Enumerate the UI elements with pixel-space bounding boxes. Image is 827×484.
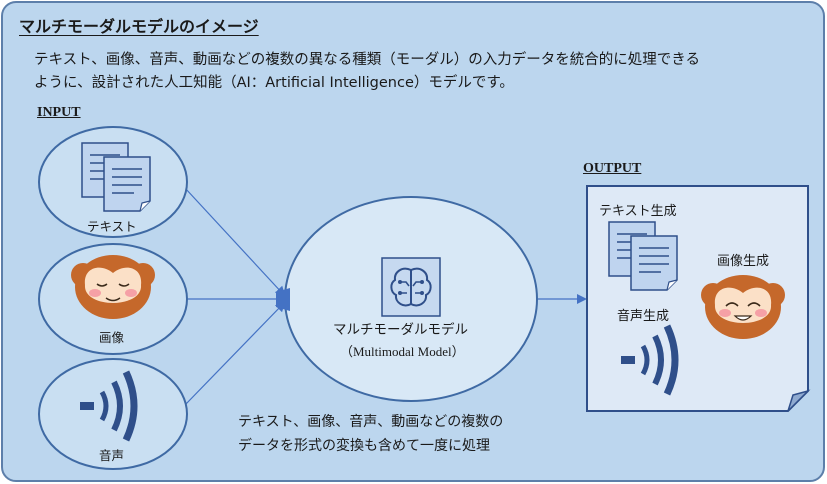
output-heading: OUTPUT [583,161,642,176]
input-text-label: テキスト [87,219,137,234]
output-audio-label: 音声生成 [617,309,670,324]
model-english-name: （Multimodal Model） [340,344,465,359]
input-audio-label: 音声 [99,448,125,463]
brain-circuit-icon [381,257,441,317]
input-image-label: 画像 [99,330,125,345]
diagram-title: マルチモーダルモデルのイメージ [19,17,259,36]
model-input-connector [276,288,290,311]
input-audio-ellipse [38,358,188,470]
description-line-2: ように、設計された人工知能（AI：Artificial Intelligence… [34,75,514,91]
arrow-audio-to-model [184,301,286,406]
arrow-text-to-model [184,187,286,297]
output-monkey-face-icon [701,275,785,339]
output-text-label: テキスト生成 [599,204,677,219]
monkey-face-icon [71,255,155,319]
model-name: マルチモーダルモデル [333,322,468,338]
input-heading: INPUT [37,105,81,120]
description-line-1: テキスト、画像、音声、動画などの複数の異なる種類（モーダル）の入力データを統合的… [34,52,700,68]
note-line-1: テキスト、画像、音声、動画などの複数の [238,414,504,430]
output-image-label: 画像生成 [717,254,770,269]
note-line-2: データを形式の変換も含めて一度に処理 [238,438,490,454]
